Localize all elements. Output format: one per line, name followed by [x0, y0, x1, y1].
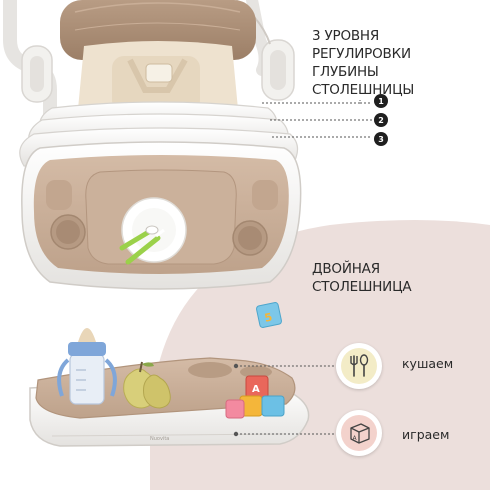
- svg-text:A: A: [353, 435, 358, 442]
- tray-heading-line2: СТОЛЕШНИЦА: [312, 279, 412, 295]
- toy-blocks: A: [225, 375, 285, 419]
- svg-text:5: 5: [263, 311, 273, 325]
- brand-logo: Nuovita: [150, 436, 169, 442]
- eating-icon-badge: [336, 343, 382, 389]
- fork-spoon-icon: [350, 354, 369, 377]
- depth-level-badge-2: 2: [374, 113, 388, 127]
- baby-bottle: [57, 328, 117, 405]
- depth-heading-line2: ГЛУБИНЫ СТОЛЕШНИЦЫ: [312, 64, 415, 98]
- toy-block-icon: A: [350, 423, 370, 444]
- depth-level-badge-3: 3: [374, 132, 388, 146]
- depth-level-badge-1: 1: [374, 94, 388, 108]
- depth-heading-line1: 3 УРОВНЯ РЕГУЛИРОВКИ: [312, 28, 411, 62]
- depth-heading: 3 УРОВНЯ РЕГУЛИРОВКИ ГЛУБИНЫ СТОЛЕШНИЦЫ: [312, 27, 482, 99]
- eating-label: кушаем: [402, 356, 454, 371]
- pears: [123, 361, 171, 409]
- tray-heading: ДВОЙНАЯ СТОЛЕШНИЦА: [312, 260, 432, 296]
- svg-text:A: A: [252, 384, 260, 395]
- tray-heading-line1: ДВОЙНАЯ: [312, 261, 380, 277]
- floating-toy-block: 5: [256, 302, 282, 328]
- playing-label: играем: [402, 427, 450, 442]
- playing-icon-badge: A: [336, 410, 382, 456]
